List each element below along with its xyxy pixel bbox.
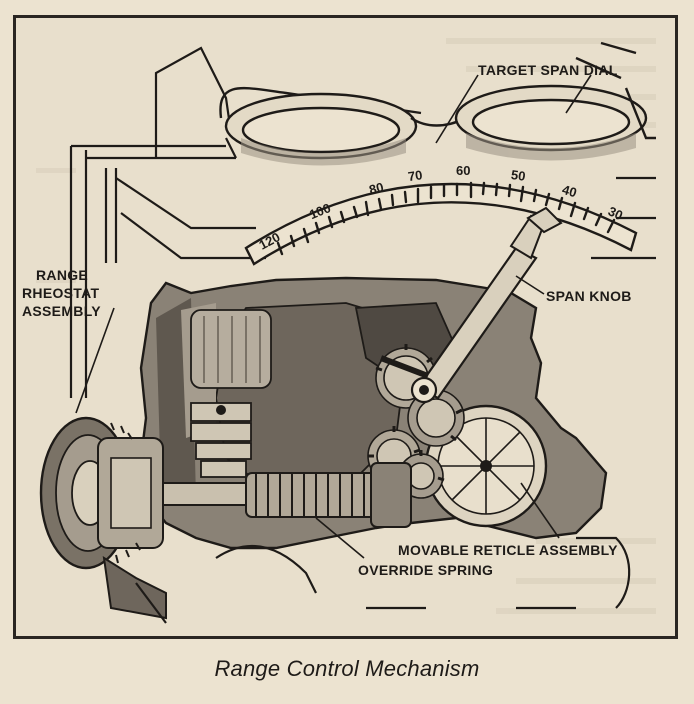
dial-label-50: 50 <box>510 167 526 184</box>
callout-range-rheostat-line3: ASSEMBLY <box>22 303 101 319</box>
target-span-dial: 120 100 80 70 60 50 40 30 <box>244 163 638 266</box>
dial-label-30: 30 <box>606 203 625 223</box>
illustration-frame: 120 100 80 70 60 50 40 30 <box>13 15 678 639</box>
span-knob-lever <box>379 206 563 404</box>
range-rheostat-assembly <box>39 416 167 620</box>
leader-lines <box>75 74 592 559</box>
callout-span-knob: SPAN KNOB <box>546 288 632 304</box>
eyepiece-housing <box>219 41 656 160</box>
leader-span-knob <box>515 275 545 295</box>
lower-housing <box>135 536 631 624</box>
dial-ticks <box>276 181 616 256</box>
leader-range-rheostat <box>75 307 115 414</box>
leader-movable-reticle <box>520 482 560 539</box>
dial-label-40: 40 <box>560 182 578 200</box>
leader-override-spring <box>315 517 365 559</box>
rheostat-knurling <box>110 422 141 564</box>
figure-caption: Range Control Mechanism <box>214 656 480 681</box>
dial-label-70: 70 <box>407 167 423 184</box>
eyepiece-shading <box>241 133 636 166</box>
callout-target-span-dial: TARGET SPAN DIAL <box>478 62 618 78</box>
leader-target-span-dial <box>435 74 479 144</box>
barrel-ribs <box>203 316 261 383</box>
callout-range-rheostat-line2: RHEOSTAT <box>22 285 99 301</box>
leader-target-span-dial-2 <box>565 74 592 114</box>
dial-label-60: 60 <box>456 163 470 178</box>
callout-range-rheostat-line1: RANGE <box>36 267 88 283</box>
housing-outline <box>69 46 656 398</box>
spring-coils <box>255 473 365 517</box>
mechanism-illustration: 120 100 80 70 60 50 40 30 <box>22 38 656 624</box>
callout-override-spring: OVERRIDE SPRING <box>358 562 493 578</box>
dial-label-80: 80 <box>368 179 386 197</box>
callout-movable-reticle-assembly: MOVABLE RETICLE ASSEMBLY <box>398 542 618 558</box>
